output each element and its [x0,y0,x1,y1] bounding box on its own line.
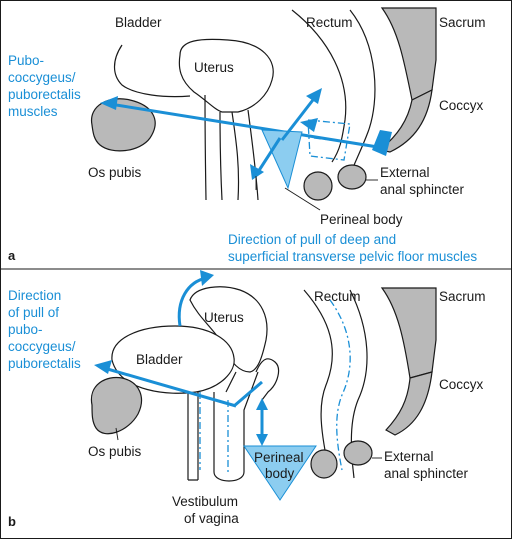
sacrum-a [380,7,437,101]
uterus-tilt-arrowhead-b [200,270,214,286]
vagina-a [204,94,259,201]
rectum-b-wall [303,289,333,476]
label-pull-a-2: superficial transverse pelvic floor musc… [228,249,477,264]
panel-a: Bladder Rectum Sacrum Pubo- coccygeus/ p… [8,7,486,264]
label-coccyx-a: Coccyx [439,98,484,113]
label-pubo-a-1: Pubo- [8,53,44,68]
label-uterus-a: Uterus [194,60,234,75]
label-pubo-a-3: puborectalis [8,87,81,102]
label-vestibulum-b-2: of vagina [184,511,239,526]
label-sacrum-a: Sacrum [439,15,486,30]
os-pubis-b [90,376,143,435]
label-coccyx-b: Coccyx [439,377,484,392]
label-dir-b-1: Direction [8,288,61,303]
leader-os-pubis-b [115,427,119,441]
pubo-pull-hook-b [233,380,263,408]
rectum-a-wall [349,9,376,171]
label-rectum-a: Rectum [306,15,353,30]
perineal-body-triangle-b [243,445,317,501]
coccyx-attachment-a [372,130,392,156]
coccyx-b [385,371,433,436]
panel-b: Direction of pull of pubo- coccygeus/ pu… [8,270,486,529]
label-perineal-b-1: Perineal [254,450,304,465]
pubo-pull-arrowhead-b [94,360,112,374]
perineal-wedge-a [261,129,303,190]
label-pubo-a-2: coccygeus/ [8,70,76,85]
sphincter-b-right [343,440,373,466]
rectum-a-wall [291,9,347,163]
label-os-pubis-b: Os pubis [88,444,142,459]
vertical-arrowhead-up-b [256,398,268,410]
uterus-a [178,38,274,113]
pull-arrow-up-a [280,95,318,141]
panel-label-b: b [8,514,16,529]
bladder-a [113,44,191,98]
panel-label-a: a [8,248,16,263]
puborectalis-arrowhead-a [100,96,118,110]
transverse-arrowhead-a [300,118,318,132]
cervix-b [255,358,280,401]
label-os-pubis-a: Os pubis [88,165,142,180]
label-dir-b-4: coccygeus/ [8,339,76,354]
urethra-b [187,392,199,481]
anal-canal-outline-a [307,119,351,161]
label-sphincter-b-2: anal sphincter [384,466,469,481]
uterus-tilt-arrow-b [177,276,207,327]
sacrum-b [380,287,437,379]
label-vestibulum-b-1: Vestibulum [172,494,238,509]
label-perineal-b-2: body [265,466,295,481]
label-dir-b-3: pubo- [8,322,43,337]
vertical-arrowhead-down-b [256,434,268,446]
label-pubo-a-4: muscles [8,104,58,119]
label-bladder-b: Bladder [136,352,183,367]
label-perineal-a: Perineal body [320,212,403,227]
bladder-b [111,325,235,394]
label-dir-b-5: puborectalis [8,356,81,371]
pubo-pull-line-b [103,366,237,408]
label-sphincter-a-1: External [380,165,430,180]
coccyx-a [378,88,433,153]
puborectalis-line-a [109,102,385,150]
label-pull-a-1: Direction of pull of deep and [228,232,396,247]
label-sphincter-b-1: External [384,449,434,464]
label-uterus-b: Uterus [204,310,244,325]
vagina-b [213,371,259,482]
label-rectum-b: Rectum [314,289,361,304]
label-sphincter-a-2: anal sphincter [380,182,465,197]
pull-arrowhead-down-a [250,164,264,180]
sphincter-b-left [310,449,338,479]
label-dir-b-2: of pull of [8,305,59,320]
pull-arrowhead-up-a [306,88,322,104]
sphincter-a-right [337,164,367,190]
leader-perineal-a [284,187,321,211]
label-sacrum-b: Sacrum [439,289,486,304]
vagina-b-center [199,392,229,472]
sphincter-a-left [303,171,333,201]
rectum-b-center [329,299,351,471]
pull-arrow-down-a [256,137,282,173]
label-bladder-a: Bladder [115,15,162,30]
